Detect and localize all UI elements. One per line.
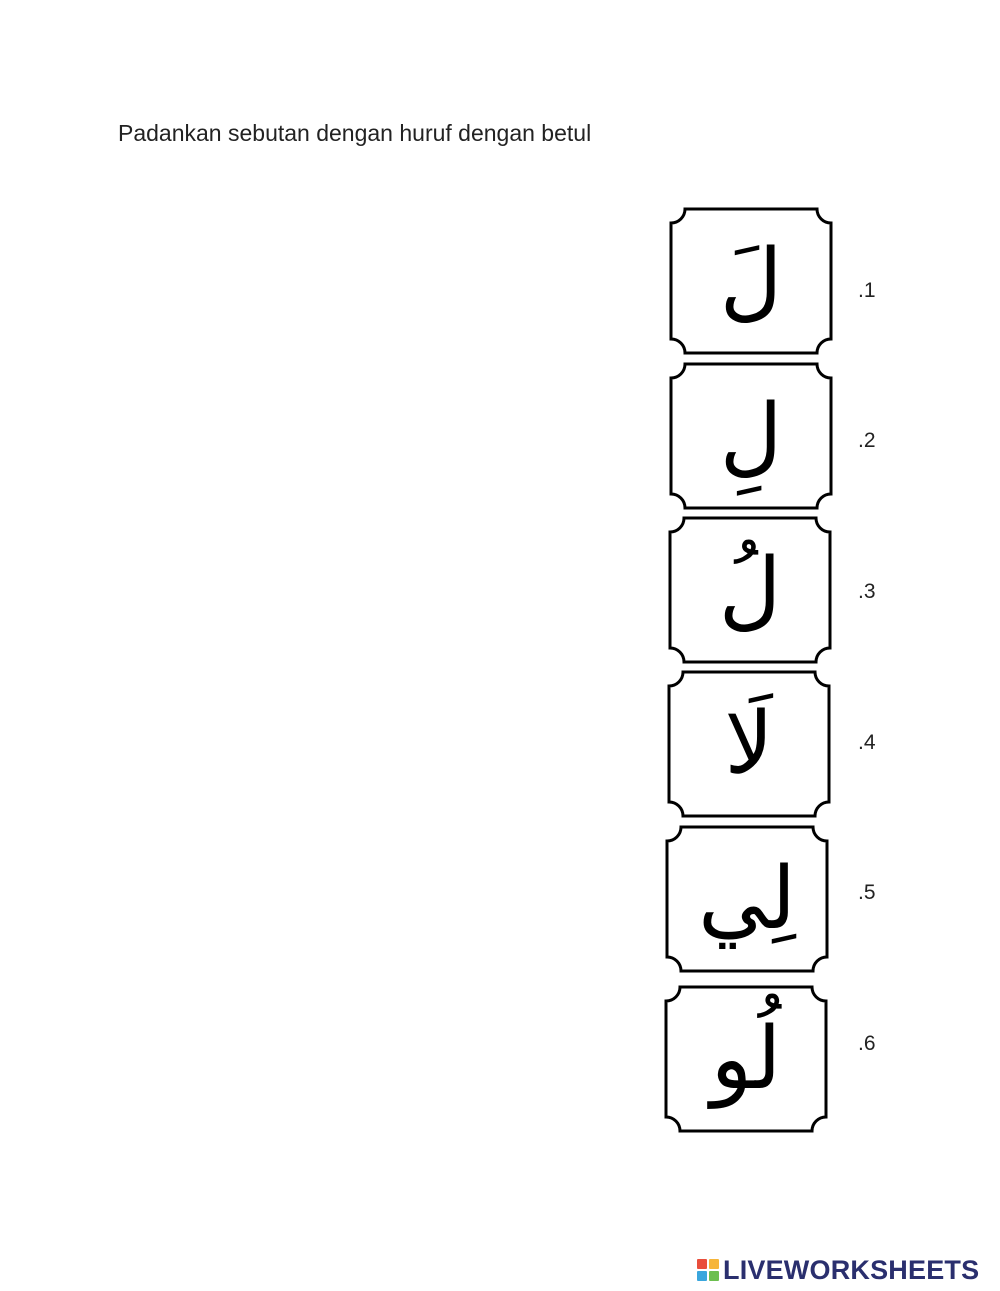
liveworksheets-logo: LIVEWORKSHEETS bbox=[697, 1254, 979, 1286]
logo-squares-icon bbox=[697, 1259, 719, 1281]
card-frame bbox=[667, 670, 831, 818]
item-number: .3 bbox=[858, 580, 876, 603]
card-frame bbox=[664, 985, 828, 1133]
brand-name: LIVEWORKSHEETS bbox=[723, 1254, 980, 1285]
item-number: .5 bbox=[858, 881, 876, 904]
card-frame bbox=[669, 207, 833, 355]
logo-square bbox=[697, 1259, 707, 1269]
arabic-letter: لُ bbox=[718, 540, 782, 640]
logo-square bbox=[709, 1259, 719, 1269]
letter-card[interactable]: لَ bbox=[669, 207, 833, 355]
letter-card[interactable]: لُو bbox=[664, 985, 828, 1133]
instruction-text: Padankan sebutan dengan huruf dengan bet… bbox=[118, 120, 592, 146]
letter-card[interactable]: لِي bbox=[665, 825, 829, 973]
letter-card[interactable]: لِ bbox=[669, 362, 833, 510]
arabic-letter: لِي bbox=[698, 849, 796, 949]
item-number: .6 bbox=[858, 1032, 876, 1055]
logo-square bbox=[697, 1271, 707, 1281]
item-number: .1 bbox=[858, 279, 876, 302]
letter-card[interactable]: لُ bbox=[668, 516, 832, 664]
arabic-letter: لُو bbox=[710, 1009, 782, 1109]
item-number: .2 bbox=[858, 429, 876, 452]
arabic-letter: لِ bbox=[719, 386, 783, 486]
arabic-letter: لَا bbox=[724, 694, 774, 794]
letter-card[interactable]: لَا bbox=[667, 670, 831, 818]
arabic-letter: لَ bbox=[719, 231, 783, 331]
card-frame bbox=[665, 825, 829, 973]
item-number: .4 bbox=[858, 731, 876, 754]
card-frame bbox=[669, 362, 833, 510]
logo-square bbox=[709, 1271, 719, 1281]
card-frame bbox=[668, 516, 832, 664]
